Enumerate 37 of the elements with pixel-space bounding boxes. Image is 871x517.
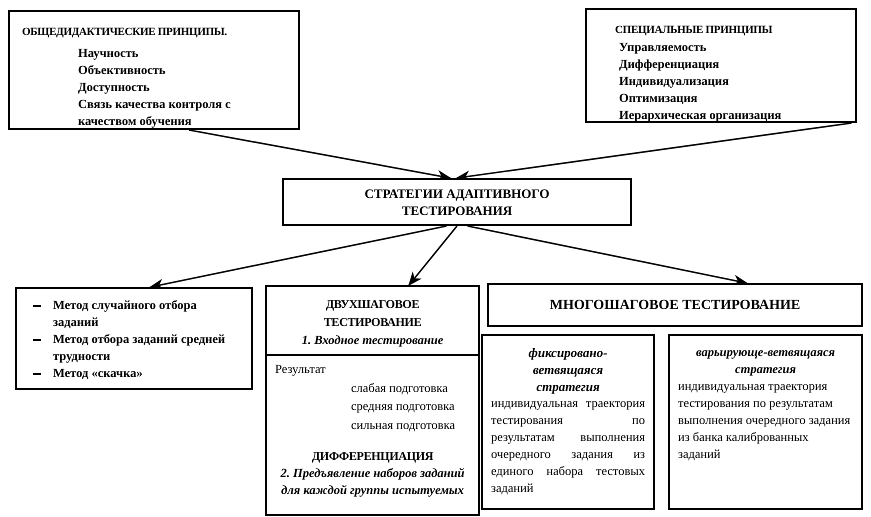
box-text: 2. Предъявление наборов заданий для каждой группы испытуемых xyxy=(279,464,466,499)
box-text: Связь качества контроля с качеством обучения xyxy=(77,96,232,130)
principles-box xyxy=(585,8,857,123)
box-heading: ДВУХШАГОВОЕ ТЕСТИРОВАНИЕ xyxy=(322,296,422,331)
principles-box xyxy=(8,10,300,130)
box-text: Дифференциация xyxy=(618,56,720,72)
box-text: Метод «скачка» xyxy=(53,365,143,382)
box-text: индивидуальная траектория тестирования по результатам выполнения очередного задания из банка калиброванных заданий xyxy=(678,378,852,463)
box-text: ДИФФЕРЕНЦИАЦИЯ xyxy=(310,448,434,465)
multi-step-box xyxy=(487,283,863,327)
box-text: Индивидуализация xyxy=(618,72,730,90)
box-text: МНОГОШАГОВОЕ ТЕСТИРОВАНИЕ xyxy=(550,296,800,314)
box-text: 1. Входное тестирование xyxy=(300,332,444,349)
box-text: Доступность xyxy=(77,78,151,96)
arrow xyxy=(408,226,458,286)
box-text: индивидуальная траектория тестирования по результатам выполнения очередного задания из единого набора тестовых заданий xyxy=(491,395,645,497)
box-heading: варьирующе-ветвящаяся стратегия xyxy=(694,344,836,378)
strategy-box xyxy=(668,334,863,510)
box-text: Объективность xyxy=(77,62,167,78)
box-heading: ОБЩЕДИДАКТИЧЕСКИЕ ПРИНЦИПЫ. xyxy=(22,25,228,40)
box-text: Результат xyxy=(274,360,327,378)
box-text: СТРАТЕГИИ АДАПТИВНОГО ТЕСТИРОВАНИЯ xyxy=(364,185,550,219)
box-text: сильная подготовка xyxy=(350,417,456,434)
box-heading: Метод случайного отбора заданий xyxy=(53,297,198,331)
box-text: Оптимизация xyxy=(618,90,698,106)
box-heading: фиксировано-ветвящаяся стратегия xyxy=(528,344,608,395)
box-text: Научность xyxy=(77,44,140,62)
strategy-box xyxy=(481,334,655,510)
box-text: Иерархическая организация xyxy=(618,106,782,124)
strategy-box xyxy=(282,178,632,226)
box-heading: СПЕЦИАЛЬНЫЕ ПРИНЦИПЫ xyxy=(614,23,774,38)
box-text: Управляемость xyxy=(618,38,708,56)
box-text: слабая подготовка xyxy=(350,380,449,396)
box-text: средняя подготовка xyxy=(350,398,456,416)
two-step-box xyxy=(265,285,480,516)
methods-box xyxy=(15,287,253,390)
box-text: Метод отбора заданий средней трудности xyxy=(53,331,226,365)
